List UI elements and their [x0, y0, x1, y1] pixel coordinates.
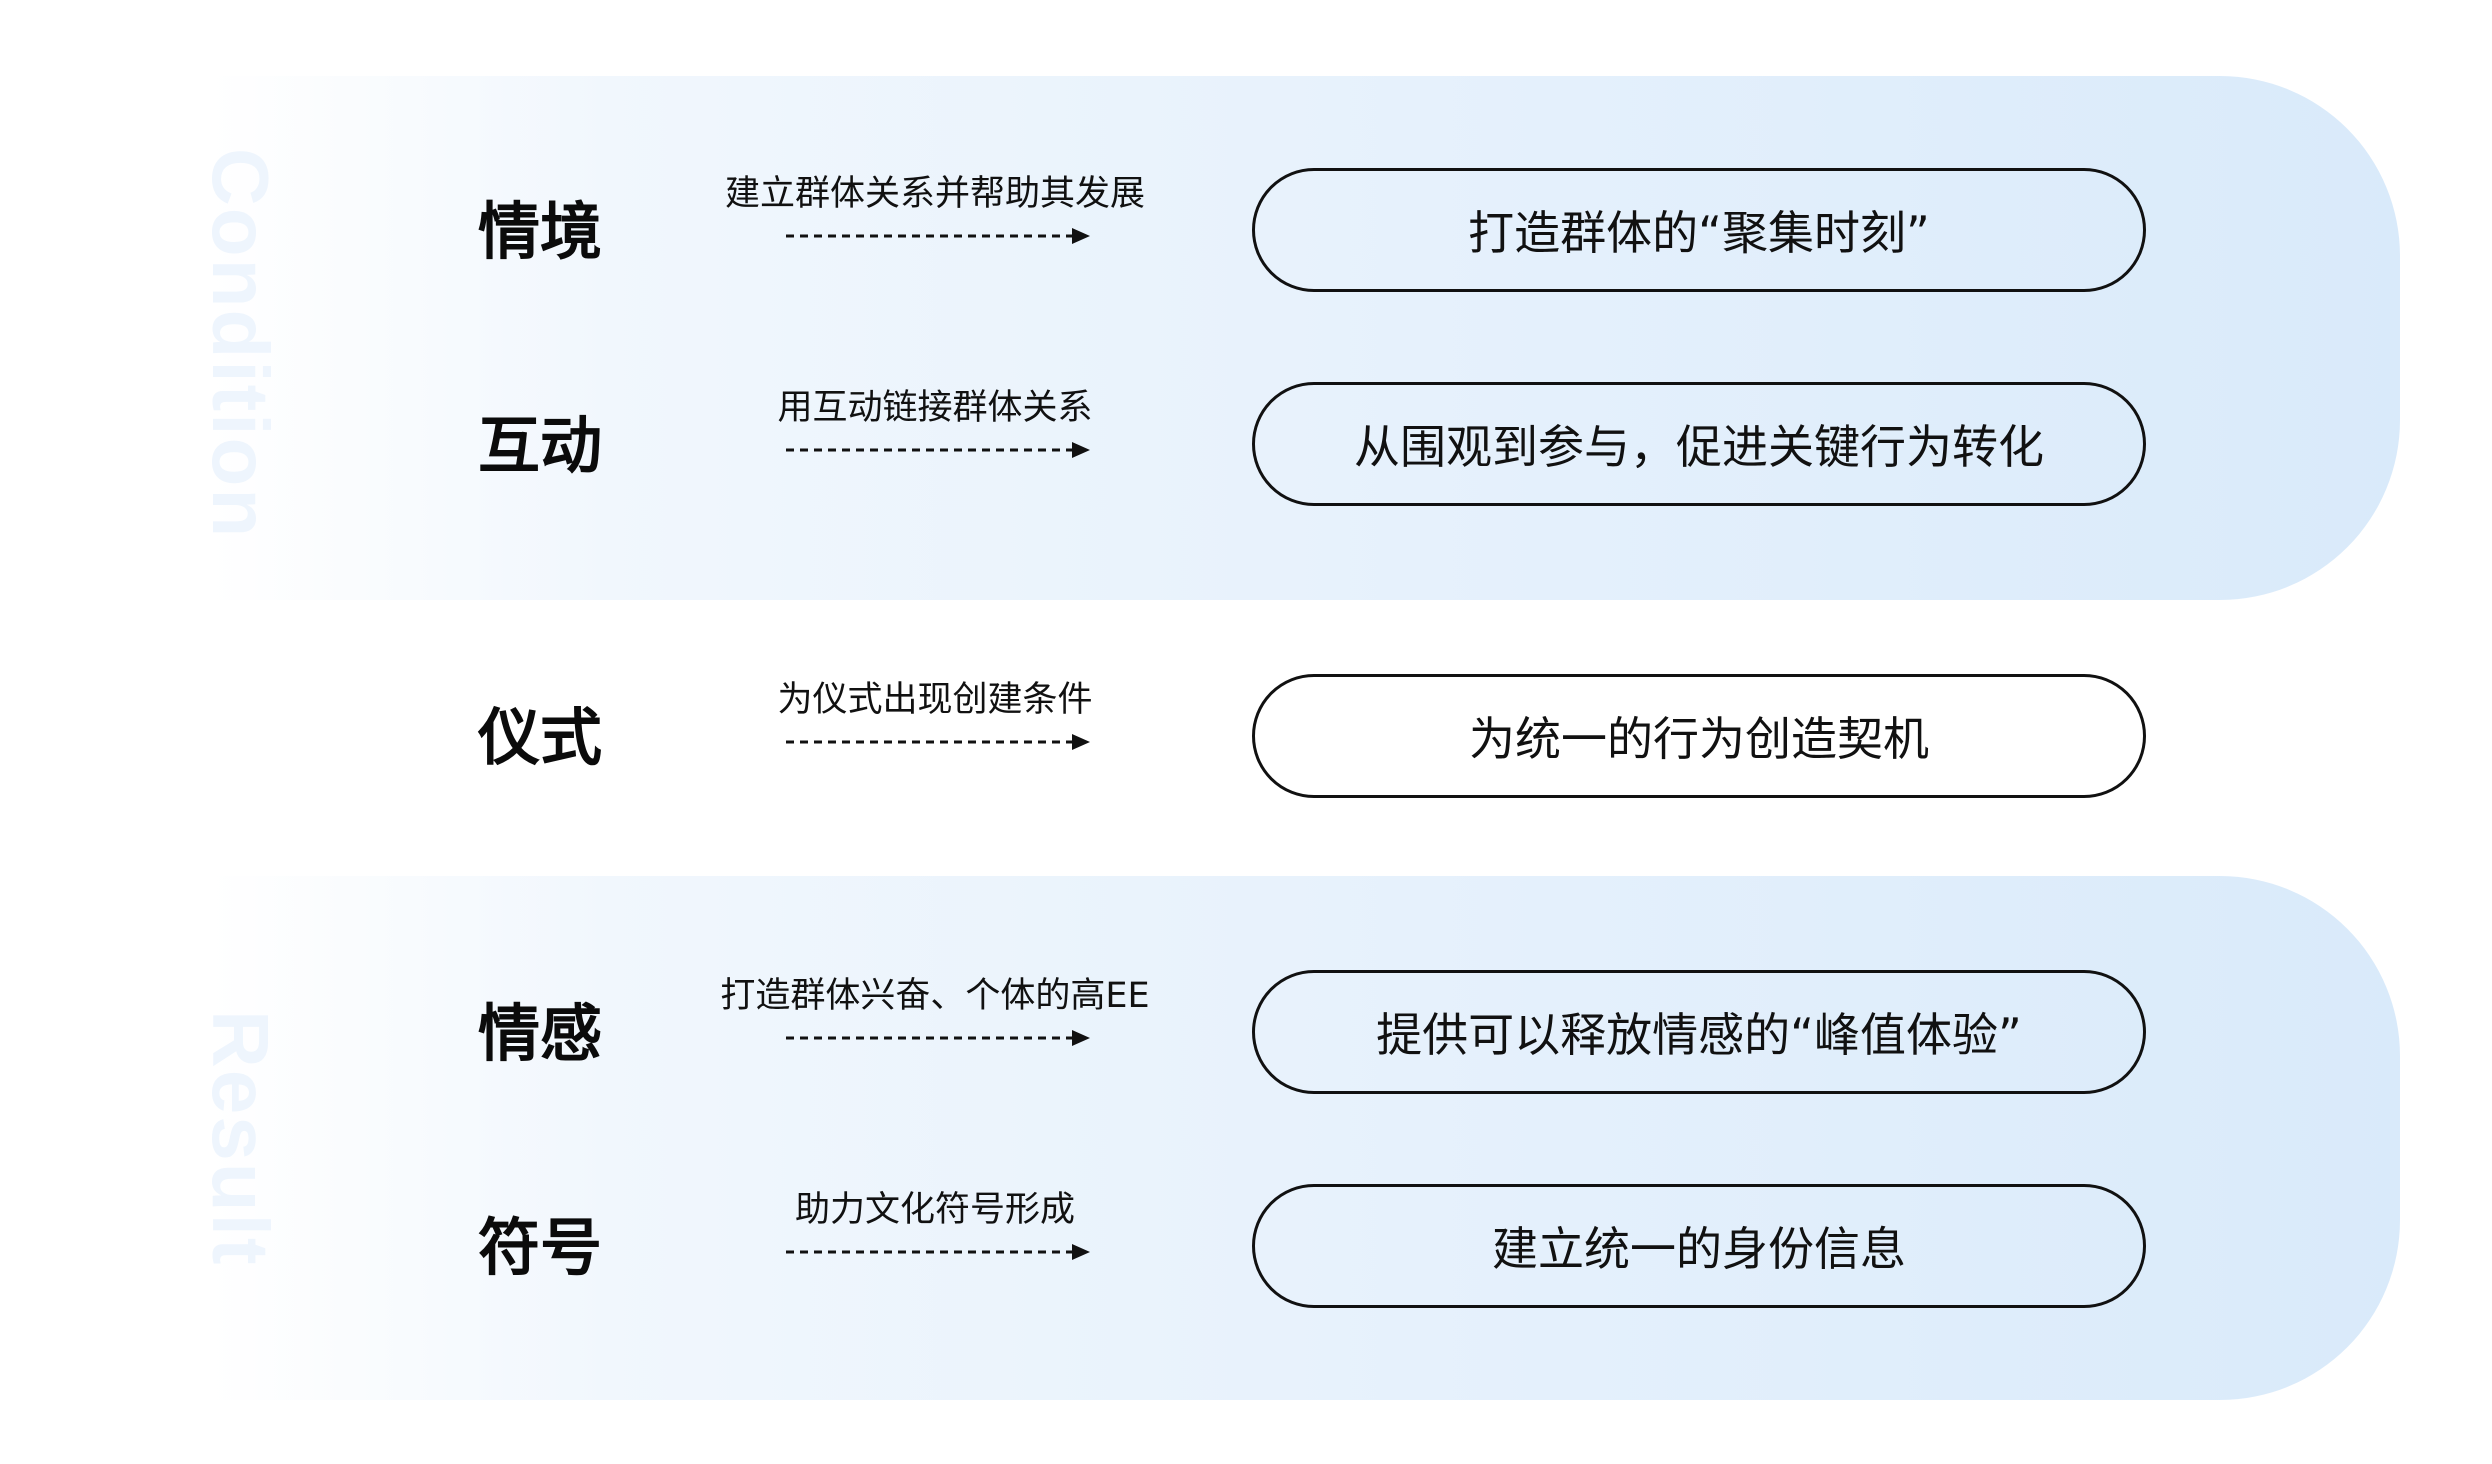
row-description: 用互动链接群体关系 [777, 388, 1093, 428]
dashed-arrow-right-icon [786, 228, 1090, 244]
outcome-pill: 提供可以释放情感的“峰值体验” [1252, 970, 2146, 1094]
outcome-pill: 建立统一的身份信息 [1252, 1184, 2146, 1308]
outcome-pill: 从围观到参与，促进关键行为转化 [1252, 382, 2146, 506]
diagram-row-ritual: 仪式 为仪式出现创建条件 为统一的行为创造契机 [0, 674, 2492, 804]
row-description: 建立群体关系并帮助其发展 [724, 174, 1145, 214]
dashed-arrow-right-icon [786, 1030, 1090, 1046]
diagram-row-situation: 情境 建立群体关系并帮助其发展 打造群体的“聚集时刻” [0, 168, 2492, 298]
diagram-row-interaction: 互动 用互动链接群体关系 从围观到参与，促进关键行为转化 [0, 382, 2492, 512]
dashed-arrow-right-icon [786, 734, 1090, 750]
outcome-text: 为统一的行为创造契机 [1469, 712, 1929, 766]
outcome-text: 建立统一的身份信息 [1492, 1222, 1906, 1276]
condition-section-label: Condition [196, 148, 285, 540]
dashed-arrow-right-icon [786, 442, 1090, 458]
outcome-text: 提供可以释放情感的“峰值体验” [1376, 1008, 2022, 1062]
condition-section-background [210, 76, 2400, 600]
row-title: 情境 [478, 195, 603, 268]
outcome-text: 打造群体的“聚集时刻” [1468, 206, 1930, 260]
row-description: 为仪式出现创建条件 [777, 680, 1093, 720]
row-title: 互动 [478, 409, 603, 482]
row-title: 符号 [478, 1211, 603, 1284]
dashed-arrow-right-icon [786, 1244, 1090, 1260]
result-section-background [210, 876, 2400, 1400]
outcome-text: 从围观到参与，促进关键行为转化 [1354, 420, 2044, 474]
row-description: 打造群体兴奋、个体的高EE [720, 976, 1150, 1016]
diagram-row-emotion: 情感 打造群体兴奋、个体的高EE 提供可以释放情感的“峰值体验” [0, 970, 2492, 1100]
diagram-row-symbol: 符号 助力文化符号形成 建立统一的身份信息 [0, 1184, 2492, 1314]
row-description: 助力文化符号形成 [794, 1190, 1075, 1230]
result-section-label: Result [196, 1010, 285, 1267]
outcome-pill: 打造群体的“聚集时刻” [1252, 168, 2146, 292]
row-title: 仪式 [478, 701, 603, 774]
outcome-pill: 为统一的行为创造契机 [1252, 674, 2146, 798]
row-title: 情感 [478, 997, 603, 1070]
